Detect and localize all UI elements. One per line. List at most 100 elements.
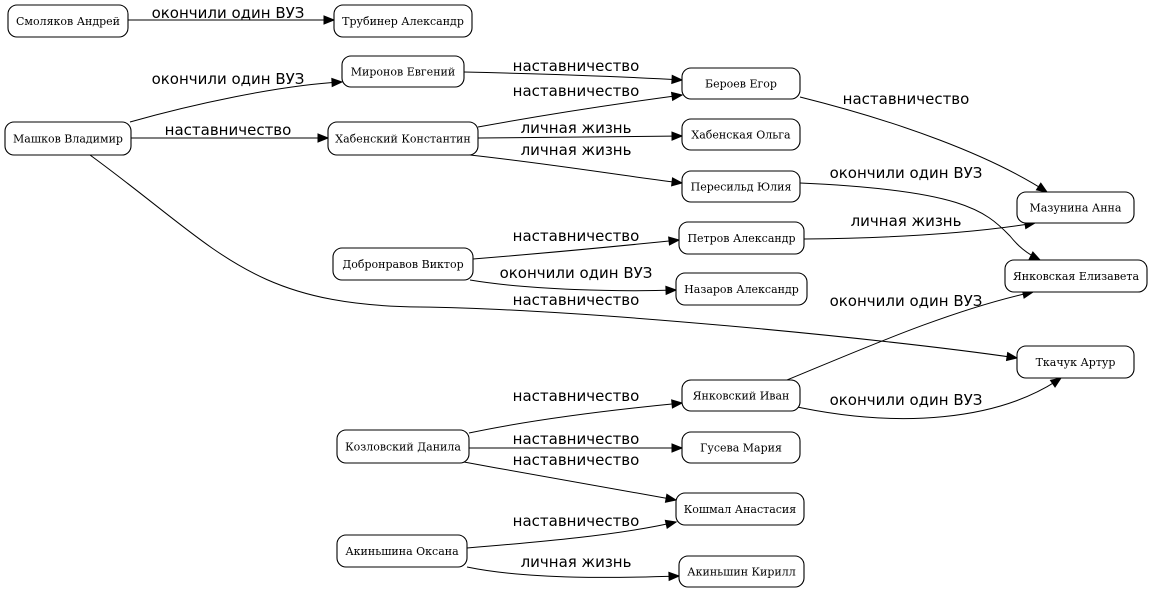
arrowhead-icon: [1005, 351, 1019, 362]
node-label: Янковская Елизавета: [1013, 270, 1140, 283]
edge-label: наставничество: [513, 430, 640, 448]
edge-yankovsky-tkachuk: окончили один ВУЗ: [787, 377, 1063, 419]
node-box: [675, 272, 808, 306]
edge-line: [472, 239, 680, 260]
node-akinshina[interactable]: Акиньшина Оксана: [336, 534, 468, 568]
edge-label: наставничество: [513, 57, 640, 75]
edge-label: окончили один ВУЗ: [152, 4, 305, 22]
edge-line: [129, 81, 343, 123]
edge-mashkov-tkachuk: наставничество: [89, 154, 1019, 362]
node-akinshin[interactable]: Акиньшин Кирилл: [678, 555, 805, 588]
arrowhead-icon: [1035, 182, 1049, 193]
edge-label: наставничество: [513, 227, 640, 245]
node-guseva[interactable]: Гусева Мария: [681, 431, 801, 464]
arrowhead-icon: [670, 91, 684, 102]
node-label: Гусева Мария: [700, 442, 782, 455]
edge-mashkov-khabensky: наставничество: [131, 121, 330, 143]
arrowhead-icon: [671, 399, 684, 409]
edge-mironov-beroev: наставничество: [463, 57, 684, 85]
edge-label: окончили один ВУЗ: [830, 391, 983, 409]
node-label: Миронов Евгений: [351, 66, 455, 79]
edge-mashkov-mironov: окончили один ВУЗ: [129, 70, 344, 123]
node-label: Добронравов Виктор: [342, 258, 463, 271]
edge-label: наставничество: [513, 387, 640, 405]
node-box: [336, 534, 468, 568]
edge-label: окончили один ВУЗ: [830, 292, 983, 310]
node-trubner[interactable]: Трубинер Александр: [333, 4, 473, 38]
node-label: Ткачук Артур: [1036, 356, 1116, 369]
arrowhead-icon: [671, 443, 684, 453]
node-label: Назаров Александр: [684, 283, 799, 296]
edge-label: наставничество: [165, 121, 292, 139]
edge-dobronravov-nazarov: окончили один ВУЗ: [469, 264, 678, 296]
node-label: Бероев Егор: [705, 78, 777, 91]
edge-label: наставничество: [843, 90, 970, 108]
node-box: [327, 121, 479, 156]
edge-akinshina-akinshin: личная жизнь: [466, 553, 681, 582]
node-petrov[interactable]: Петров Александр: [678, 221, 805, 255]
node-box: [1016, 191, 1135, 224]
edge-kozlovsky-yankovsky: наставничество: [468, 387, 684, 434]
node-box: [681, 170, 801, 203]
node-box: [333, 4, 473, 38]
edge-label: окончили один ВУЗ: [830, 164, 983, 182]
edge-label: личная жизнь: [521, 553, 632, 571]
edge-beroev-mazunina: наставничество: [799, 90, 1049, 193]
node-label: Янковский Иван: [693, 390, 790, 403]
edge-khabensky-khabenskaya: личная жизнь: [477, 119, 684, 141]
node-peresild[interactable]: Пересильд Юлия: [681, 170, 801, 203]
node-box: [4, 121, 132, 156]
edge-label: наставничество: [513, 82, 640, 100]
nodes-layer: Смоляков Андрей Трубинер АлександрМашков …: [4, 4, 1148, 588]
node-smolyakov[interactable]: Смоляков Андрей: [7, 4, 129, 38]
node-label: Машков Владимир: [13, 133, 123, 146]
edge-dobronravov-petrov: наставничество: [472, 227, 681, 260]
edge-line: [466, 566, 680, 578]
edge-line: [469, 279, 677, 292]
node-yankovsky[interactable]: Янковский Иван: [681, 379, 801, 412]
edge-line: [469, 154, 683, 184]
arrowhead-icon: [323, 15, 336, 25]
node-nazarov[interactable]: Назаров Александр: [675, 272, 808, 306]
node-dobronravov[interactable]: Добронравов Виктор: [332, 247, 474, 281]
edge-label: наставничество: [513, 291, 640, 309]
node-label: Хабенский Константин: [335, 133, 470, 146]
node-mironov[interactable]: Миронов Евгений: [341, 55, 465, 88]
node-khabenskaya[interactable]: Хабенская Ольга: [681, 118, 801, 151]
arrowhead-icon: [671, 131, 684, 141]
edge-khabensky-beroev: наставничество: [477, 82, 684, 128]
edge-akinshina-koshmal: наставничество: [466, 512, 678, 549]
node-khabensky[interactable]: Хабенский Константин: [327, 121, 479, 156]
node-yankovskaya[interactable]: Янковская Елизавета: [1004, 259, 1148, 293]
edge-label: наставничество: [513, 512, 640, 530]
edge-line: [89, 154, 1018, 359]
arrowhead-icon: [668, 236, 681, 246]
node-box: [336, 429, 470, 464]
node-label: Акиньшина Оксана: [345, 545, 459, 558]
node-koshmal[interactable]: Кошмал Анастасия: [675, 492, 805, 526]
arrowhead-icon: [671, 177, 684, 187]
edge-yankovsky-yankovskaya: окончили один ВУЗ: [786, 289, 1035, 381]
node-kozlovsky[interactable]: Козловский Данила: [336, 429, 470, 464]
node-label: Козловский Данила: [345, 441, 461, 454]
edge-line: [463, 461, 677, 501]
edge-label: личная жизнь: [851, 212, 962, 230]
node-label: Хабенская Ольга: [691, 129, 791, 142]
edge-label: личная жизнь: [521, 119, 632, 137]
arrowhead-icon: [665, 285, 678, 296]
arrowhead-icon: [1049, 377, 1063, 388]
node-box: [681, 431, 801, 464]
node-mazunina[interactable]: Мазунина Анна: [1016, 191, 1135, 224]
node-beroev[interactable]: Бероев Егор: [681, 67, 801, 100]
node-box: [675, 492, 805, 526]
node-tkachuk[interactable]: Ткачук Артур: [1016, 345, 1135, 379]
edge-label: личная жизнь: [521, 141, 632, 159]
node-box: [1004, 259, 1148, 293]
arrowhead-icon: [1028, 251, 1042, 261]
edge-line: [786, 291, 1034, 381]
node-label: Пересильд Юлия: [691, 181, 792, 194]
node-mashkov[interactable]: Машков Владимир: [4, 121, 132, 156]
edge-line: [468, 402, 683, 434]
